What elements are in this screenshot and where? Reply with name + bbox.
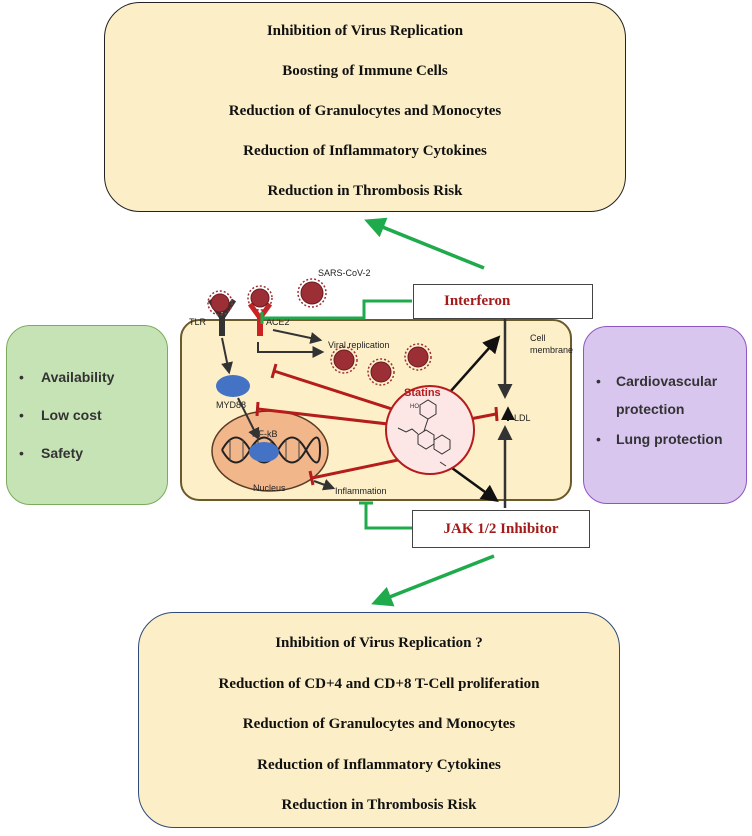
jak-inhibition <box>364 503 412 530</box>
advantages-box: • Availability • Low cost • Safety <box>6 325 168 505</box>
myd88-to-nfkb-arrow <box>237 397 260 441</box>
membrane-label-1: Cell <box>530 333 546 343</box>
bullet-icon: • <box>19 445 24 461</box>
virus-label: SARS-CoV-2 <box>318 268 371 278</box>
statin-inhibition-myd88 <box>257 407 389 426</box>
advantage-item: • Safety <box>19 444 167 482</box>
bottom-effect-item: Reduction of Inflammatory Cytokines <box>257 756 501 773</box>
bottom-effects-list: Inhibition of Virus Replication ? Reduct… <box>139 613 619 836</box>
ldl-label: LDL <box>514 413 531 423</box>
top-effect-item: Reduction of Inflammatory Cytokines <box>243 143 487 159</box>
protection-item: • Cardiovascular protection <box>596 367 746 423</box>
ho-label: HO <box>410 404 419 410</box>
jak-inhibitor-box: JAK 1/2 Inhibitor <box>412 510 590 548</box>
bottom-effect-item: Reduction in Thrombosis Risk <box>281 797 477 813</box>
green-arrow-up <box>364 217 485 270</box>
interferon-box: Interferon <box>413 284 593 319</box>
bullet-icon: • <box>19 369 24 385</box>
nucleus-to-inflammation-arrow <box>313 479 336 491</box>
statin-inhibition-ldl <box>469 412 497 421</box>
bottom-effects-box: Inhibition of Virus Replication ? Reduct… <box>138 612 620 828</box>
statin-arrow-down <box>451 466 499 503</box>
statin-structure-icon <box>397 399 451 467</box>
top-effect-item: Reduction of Granulocytes and Monocytes <box>228 103 502 119</box>
top-effects-box: Inhibition of Virus Replication Boosting… <box>104 2 626 212</box>
viral-replication-arrow <box>257 342 325 358</box>
virus-icon <box>210 281 429 383</box>
statin-inhibition-replication <box>273 369 396 412</box>
bullet-icon: • <box>596 431 601 447</box>
bullet-icon: • <box>19 407 24 423</box>
viral-entry-arrow <box>272 329 323 344</box>
tlr-to-myd88-arrow <box>221 337 233 375</box>
tlr-label: TLR <box>189 317 207 327</box>
ace2-label: ACE2 <box>266 317 290 327</box>
viral-replication-label: Viral replication <box>328 340 389 350</box>
statins-label: Statins <box>404 387 441 399</box>
top-effect-item: Reduction in Thrombosis Risk <box>267 183 463 199</box>
protection-label: Cardiovascular protection <box>616 373 718 417</box>
bullet-icon: • <box>596 373 601 389</box>
advantage-label: Availability <box>41 369 115 385</box>
membrane-label-2: membrane <box>530 345 573 355</box>
nfkb-node <box>249 442 279 462</box>
green-arrow-down <box>371 554 495 607</box>
statin-arrow-up <box>449 335 501 393</box>
protection-label: Lung protection <box>616 431 723 447</box>
statins-molecule <box>385 385 475 475</box>
advantages-list: • Availability • Low cost • Safety <box>7 326 167 482</box>
bottom-effect-item: Inhibition of Virus Replication ? <box>275 635 483 651</box>
statin-inhibition-nucleus <box>311 458 399 480</box>
bottom-effect-item: Reduction of Granulocytes and Monocytes <box>242 716 516 732</box>
nfkb-label: NF-kB <box>252 429 278 439</box>
protection-item: • Lung protection <box>596 425 746 453</box>
myd88-label: MYD88 <box>216 400 246 410</box>
top-effect-item: Boosting of Immune Cells <box>282 63 448 79</box>
top-effects-list: Inhibition of Virus Replication Boosting… <box>105 3 625 221</box>
advantage-label: Safety <box>41 445 84 461</box>
interferon-inhibition <box>262 299 412 320</box>
myd88-node <box>216 375 250 397</box>
advantage-item: • Availability <box>19 368 167 406</box>
advantage-label: Low cost <box>41 407 102 423</box>
protection-box: • Cardiovascular protection • Lung protect… <box>583 326 747 504</box>
inflammation-label: Inflammation <box>335 486 387 496</box>
protection-list: • Cardiovascular protection • Lung protect… <box>584 327 746 453</box>
top-effect-item: Inhibition of Virus Replication <box>266 23 464 39</box>
bottom-effect-item: Reduction of CD+4 and CD+8 T-Cell prolif… <box>218 675 540 692</box>
nucleus-label: Nucleus <box>253 483 286 493</box>
advantage-item: • Low cost <box>19 406 167 444</box>
